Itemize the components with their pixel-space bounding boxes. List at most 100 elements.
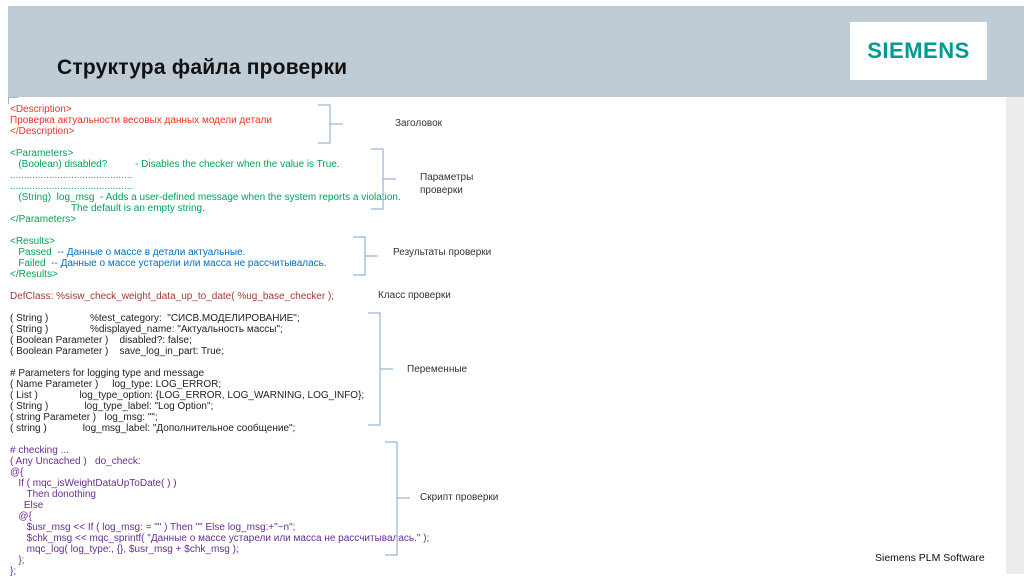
code-line: <Description> [10, 104, 410, 115]
code-line: Проверка актуальности весовых данных мод… [10, 115, 410, 126]
code-segment: Then donothing [10, 489, 96, 500]
code-segment: <Description> [10, 104, 72, 115]
brace-results [353, 236, 378, 276]
annotation-label-header: Заголовок [395, 118, 443, 129]
code-line: ( Boolean Parameter ) disabled?: false; [10, 335, 410, 346]
code-line: # Parameters for logging type and messag… [10, 368, 410, 379]
code-block: <Description>Проверка актуальности весов… [10, 104, 430, 577]
code-segment: (Boolean) disabled? - Disables the check… [10, 159, 340, 170]
code-segment: @{ [10, 467, 24, 478]
brace-parameters [371, 148, 396, 210]
placeholder-corner-mark [8, 97, 18, 104]
code-line: <Results> [10, 236, 410, 247]
annotation-label-script: Скрипт проверки [420, 492, 499, 503]
code-line: }; [10, 555, 410, 566]
code-segment: If ( mqc_isWeightDataUpToDate( ) ) [10, 478, 177, 489]
code-segment: mqc_log( log_type:, {}, $usr_msg + $chk_… [10, 544, 239, 555]
code-line: @{ [10, 511, 410, 522]
code-line [10, 302, 410, 313]
code-line [10, 137, 410, 148]
code-segment: Failed [10, 258, 52, 269]
code-segment: ........................................… [10, 181, 133, 192]
code-segment: <Parameters> [10, 148, 74, 159]
code-segment: </Results> [10, 269, 58, 280]
code-line [10, 280, 410, 291]
code-segment: ( Boolean Parameter ) save_log_in_part: … [10, 346, 225, 357]
code-line: ( String ) %test_category: "СИСВ.МОДЕЛИР… [10, 313, 410, 324]
code-line: (String) log_msg - Adds a user-defined m… [10, 192, 410, 203]
code-line [10, 357, 410, 368]
code-segment: }; [10, 555, 25, 566]
code-segment: (String) log_msg - Adds a user-defined m… [10, 192, 401, 203]
code-line: ( List ) log_type_option: {LOG_ERROR, LO… [10, 390, 410, 401]
code-line: <Parameters> [10, 148, 410, 159]
code-segment: <Results> [10, 236, 56, 247]
code-line: ........................................… [10, 181, 410, 192]
code-segment: ( Name Parameter ) log_type: LOG_ERROR; [10, 379, 222, 390]
code-segment: # Parameters for logging type and messag… [10, 368, 204, 379]
code-segment: -- Данные о массе устарели или масса не … [51, 258, 327, 269]
code-segment: ( Any Uncached ) do_check: [10, 456, 141, 467]
code-line: Passed -- Данные о массе в детали актуал… [10, 247, 410, 258]
code-line: </Parameters> [10, 214, 410, 225]
code-segment: Passed [10, 247, 58, 258]
code-line: ( String ) %displayed_name: "Актуальност… [10, 324, 410, 335]
siemens-logo-text: SIEMENS [867, 38, 970, 63]
code-segment: ( String ) %test_category: "СИСВ.МОДЕЛИР… [10, 313, 300, 324]
annotation-label-class: Класс проверки [378, 290, 451, 301]
code-line: $usr_msg << If ( log_msg: = "" ) Then ""… [10, 522, 410, 533]
code-line: Else [10, 500, 410, 511]
code-segment: Проверка актуальности весовых данных мод… [10, 115, 272, 126]
brace-script [385, 441, 410, 556]
code-segment: ( List ) log_type_option: {LOG_ERROR, LO… [10, 390, 365, 401]
code-segment: $usr_msg << If ( log_msg: = "" ) Then ""… [10, 522, 296, 533]
code-segment: ( String ) %displayed_name: "Актуальност… [10, 324, 283, 335]
code-line: Failed -- Данные о массе устарели или ма… [10, 258, 410, 269]
code-segment: $chk_msg << mqc_sprintf( "Данные о массе… [10, 533, 430, 544]
right-margin-strip [1006, 97, 1024, 574]
annotation-label-variables: Переменные [407, 364, 468, 375]
code-line: (Boolean) disabled? - Disables the check… [10, 159, 410, 170]
brace-variables [368, 312, 393, 426]
code-line: mqc_log( log_type:, {}, $usr_msg + $chk_… [10, 544, 410, 555]
code-line: ........................................… [10, 170, 410, 181]
code-segment: ( String ) log_type_label: "Log Option"; [10, 401, 214, 412]
code-segment: ( string ) log_msg_label: "Дополнительно… [10, 423, 296, 434]
code-line: </Description> [10, 126, 410, 137]
code-line [10, 434, 410, 445]
code-segment: -- Данные о массе в детали актуальные. [57, 247, 246, 258]
code-segment: }; [10, 566, 17, 577]
code-segment: </Parameters> [10, 214, 77, 225]
code-line: ( Boolean Parameter ) save_log_in_part: … [10, 346, 410, 357]
code-line: The default is an empty string. [10, 203, 410, 214]
code-line: # checking ... [10, 445, 410, 456]
code-line: ( Name Parameter ) log_type: LOG_ERROR; [10, 379, 410, 390]
code-line: If ( mqc_isWeightDataUpToDate( ) ) [10, 478, 410, 489]
code-segment: DefClass: %sisw_check_weight_data_up_to_… [10, 291, 335, 302]
code-segment: @{ [10, 511, 32, 522]
code-segment: Else [10, 500, 44, 511]
annotation-label-parameters: Параметры проверки [420, 172, 474, 196]
code-segment: ( Boolean Parameter ) disabled?: false; [10, 335, 192, 346]
code-line: ( String ) log_type_label: "Log Option"; [10, 401, 410, 412]
code-line: ( string Parameter ) log_msg: ""; [10, 412, 410, 423]
code-segment: </Description> [10, 126, 75, 137]
code-line: $chk_msg << mqc_sprintf( "Данные о массе… [10, 533, 430, 544]
code-line: }; [10, 566, 410, 577]
code-segment: # checking ... [10, 445, 69, 456]
code-line: ( Any Uncached ) do_check: [10, 456, 410, 467]
code-segment: ........................................… [10, 170, 133, 181]
code-line: DefClass: %sisw_check_weight_data_up_to_… [10, 291, 410, 302]
brace-header [318, 104, 343, 144]
siemens-logo-box: SIEMENS [850, 22, 987, 80]
code-segment: ( string Parameter ) log_msg: ""; [10, 412, 158, 423]
annotation-label-results: Результаты проверки [393, 247, 492, 258]
code-segment: The default is an empty string. [10, 203, 205, 214]
code-line: </Results> [10, 269, 410, 280]
slide-title: Структура файла проверки [57, 56, 348, 79]
code-line: Then donothing [10, 489, 410, 500]
footer-brand: Siemens PLM Software [875, 552, 985, 564]
code-line: @{ [10, 467, 410, 478]
code-line [10, 225, 410, 236]
